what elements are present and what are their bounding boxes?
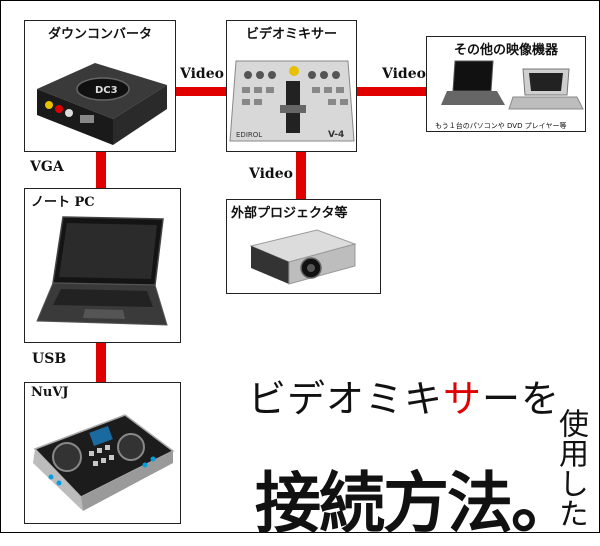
label-vga: VGA [30, 159, 64, 175]
headline-line1: ビデオミキサーを [248, 368, 560, 423]
mixer-brand: EDIROL [236, 131, 262, 139]
connector-laptop-nuvj [96, 342, 106, 384]
headline-line1-part-b: ーを [482, 377, 561, 421]
connector-mixer-projector [296, 150, 306, 200]
box-downconverter: ダウンコンバータ DC3 [24, 20, 176, 152]
connector-dc-mixer [175, 87, 227, 96]
box-title-nuvj: NuVJ [31, 385, 69, 400]
box-projector: 外部プロジェクタ等 [226, 199, 381, 294]
label-video-2: Video [382, 66, 426, 82]
box-other-devices: その他の映像機器 もう１台のパソコンや DVD プレイヤー等 [426, 36, 586, 132]
downconverter-logo: DC3 [95, 85, 118, 96]
connector-dc-laptop [96, 150, 106, 190]
headline-line1-part-a: ビデオミキ [248, 377, 444, 421]
box-title-mixer: ビデオミキサー [245, 27, 337, 42]
laptop-image [36, 216, 168, 326]
other-devices-image [441, 60, 584, 110]
box-mixer: ビデオミキサー EDIROL V-4 [226, 20, 357, 152]
label-usb: USB [32, 351, 67, 367]
mixer-model: V-4 [328, 130, 344, 140]
label-video-3: Video [249, 166, 293, 182]
headline-line2: 接続方法。 [255, 464, 577, 542]
caption-other-devices: もう１台のパソコンや DVD プレイヤー等 [435, 122, 567, 130]
box-nuvj: NuVJ [24, 382, 181, 524]
box-title-other-devices: その他の映像機器 [453, 43, 558, 58]
box-title-downconverter: ダウンコンバータ [47, 27, 152, 42]
headline-line1-accent: サ [443, 377, 483, 421]
box-laptop: ノート PC [24, 188, 181, 343]
box-title-projector: 外部プロジェクタ等 [231, 206, 348, 221]
headline-vertical: 使用した [553, 408, 588, 528]
downconverter-image: DC3 [37, 63, 167, 145]
label-video-1: Video [180, 66, 224, 82]
box-title-laptop: ノート PC [31, 195, 95, 210]
projector-image [249, 229, 357, 285]
nuvj-image [33, 414, 175, 511]
mixer-image: EDIROL V-4 [229, 60, 355, 142]
connector-mixer-other [355, 87, 428, 96]
